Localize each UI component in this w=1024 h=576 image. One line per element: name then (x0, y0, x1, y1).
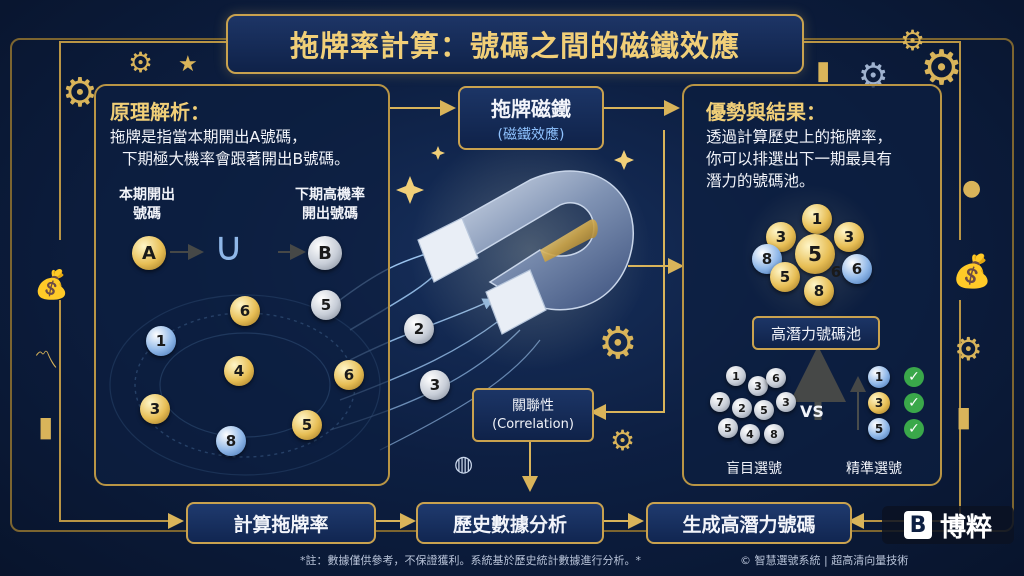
gear-icon: ⚙ (128, 46, 154, 79)
random-ball: 5 (754, 400, 774, 420)
result-description-line3: 潛力的號碼池。 (706, 172, 815, 190)
title-banner: 拖牌率計算：號碼之間的磁鐵效應 (226, 14, 804, 74)
pool-ball: 1 (802, 204, 832, 234)
bar-chart-icon: ▮ (956, 400, 972, 433)
next-draw-label: 下期高機率 開出號碼 (282, 186, 378, 224)
correlation-label: 關聯性 (Correlation) (472, 388, 594, 442)
random-ball: 4 (740, 424, 760, 444)
gear-icon: ⚙ (900, 24, 926, 57)
result-heading: 優勢與結果： (706, 100, 826, 124)
random-ball: 5 (718, 418, 738, 438)
blind-pick-label: 盲目選號 (726, 461, 782, 477)
track-ball: 4 (224, 356, 254, 386)
current-draw-label: 本期開出 號碼 (102, 186, 192, 224)
pool-ball: 6 (842, 254, 872, 284)
pool-label-text: 高潛力號碼池 (770, 325, 861, 343)
correlation-label-subtitle: (Correlation) (492, 417, 574, 432)
precise-ball: 5 (868, 418, 890, 440)
principle-description-line2: 下期極大機率會跟著開出B號碼。 (122, 150, 350, 168)
pool-ball: 8 (804, 276, 834, 306)
correlation-label-title: 關聯性 (512, 398, 554, 414)
track-ball: 8 (216, 426, 246, 456)
coin-icon: ● (962, 176, 982, 201)
magnet-label: 拖牌磁鐵 (磁鐵效應) (458, 86, 604, 150)
current-draw-label-line1: 本期開出 (119, 187, 175, 203)
calculate-drag-rate-button[interactable]: 計算拖牌率 (186, 502, 376, 544)
random-ball: 3 (776, 392, 796, 412)
track-ball: 3 (140, 394, 170, 424)
random-ball: 6 (766, 368, 786, 388)
flow-ball: 2 (404, 314, 434, 344)
money-bag-icon: 💰 (952, 252, 992, 290)
random-ball: 8 (764, 424, 784, 444)
globe-icon: ◍ (454, 452, 474, 477)
track-ball: 5 (311, 290, 341, 320)
pool-ball: 5 (770, 262, 800, 292)
history-analysis-button[interactable]: 歷史數據分析 (416, 502, 604, 544)
star-icon: ★ (178, 52, 198, 77)
check-icon: ✓ (904, 419, 924, 439)
result-description-line1: 透過計算歷史上的拖牌率， (706, 128, 893, 146)
result-description-line2: 你可以排選出下一期最具有 (706, 150, 893, 168)
precise-ball: 1 (868, 366, 890, 388)
lightning-gear-icon: ⚙ (598, 318, 638, 369)
page-title: 拖牌率計算：號碼之間的磁鐵效應 (289, 29, 740, 63)
track-ball: 1 (146, 326, 176, 356)
footnote: *註：數據僅供參考，不保證獲利。系統基於歷史統計數據進行分析。* (300, 554, 641, 567)
random-ball: 7 (710, 392, 730, 412)
random-ball: 3 (748, 376, 768, 396)
principle-description-line1: 拖牌是指當本期開出A號碼， (110, 128, 307, 146)
track-ball: 6 (230, 296, 260, 326)
track-ball: 6 (334, 360, 364, 390)
principle-heading: 原理解析： (110, 100, 210, 124)
random-ball: 1 (726, 366, 746, 386)
check-icon: ✓ (904, 367, 924, 387)
track-ball: 5 (292, 410, 322, 440)
current-draw-label-line2: 號碼 (133, 206, 161, 222)
bar-chart-icon: ▮ (816, 56, 831, 86)
brand-logo-icon: B (903, 511, 932, 539)
precise-ball: 3 (868, 392, 890, 414)
pool-ball: 3 (834, 222, 864, 252)
magnet-label-subtitle: (磁鐵效應) (497, 127, 565, 143)
trend-chart-icon: 〽 (34, 346, 58, 374)
flow-ball: 3 (420, 370, 450, 400)
gear-icon: ⚙ (954, 330, 983, 368)
gear-icon: ⚙ (62, 70, 98, 116)
next-draw-label-line1: 下期高機率 (295, 187, 365, 203)
credit: © 智慧選號系統 | 超高清向量技術 (740, 554, 909, 567)
ball-b: B (308, 236, 342, 270)
random-ball: 2 (732, 398, 752, 418)
pool-ball: 5 (795, 234, 835, 274)
vs-label: VS (800, 402, 824, 421)
pool-label: 高潛力號碼池 (752, 316, 880, 350)
precise-pick-label: 精準選號 (846, 461, 902, 477)
magnet-label-title: 拖牌磁鐵 (491, 97, 571, 121)
next-draw-label-line2: 開出號碼 (302, 206, 358, 222)
brand-name: 博粹 (939, 512, 992, 543)
generate-numbers-button[interactable]: 生成高潛力號碼 (646, 502, 852, 544)
ball-a: A (132, 236, 166, 270)
brand-badge: B 博粹 (882, 506, 1014, 544)
check-icon: ✓ (904, 393, 924, 413)
bar-chart-icon: ▮ (38, 410, 54, 443)
money-bag-icon: 💰 (34, 268, 69, 301)
magnet-icon: ∪ (214, 224, 244, 270)
gear-icon: ⚙ (610, 424, 636, 457)
